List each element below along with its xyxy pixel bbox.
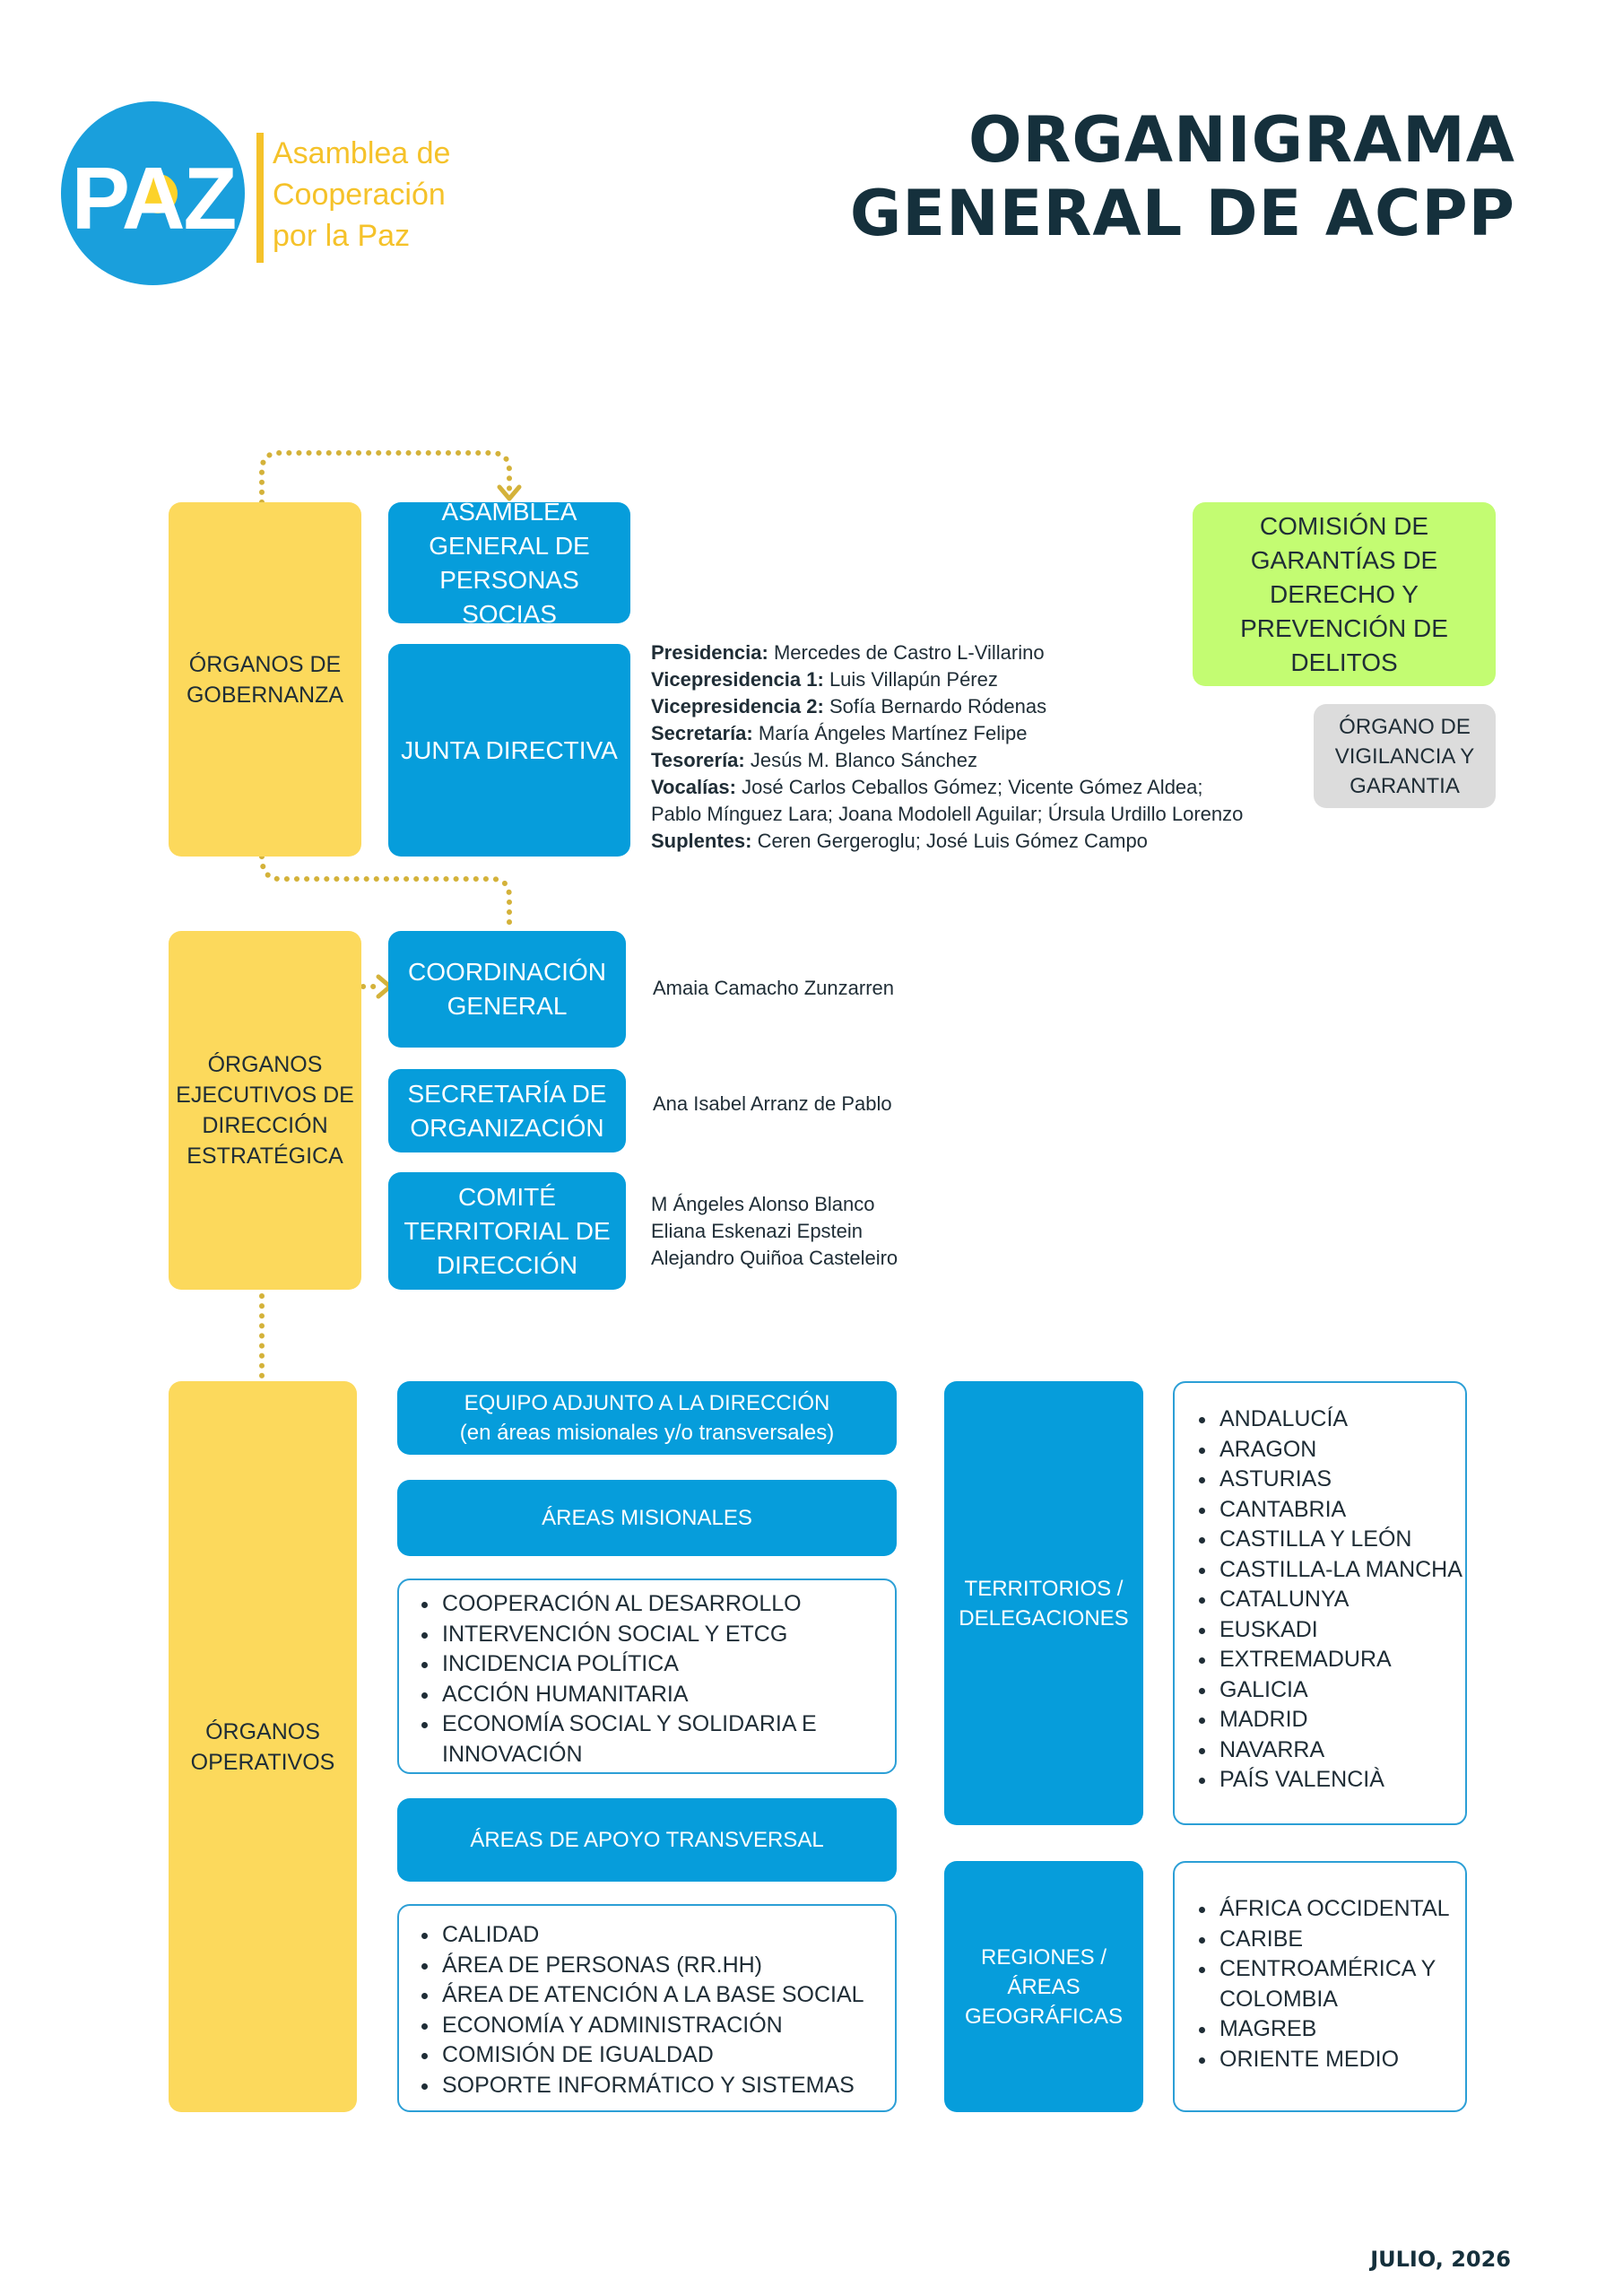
organo-vigilancia-box: ÓRGANO DE VIGILANCIA Y GARANTIA <box>1314 704 1496 808</box>
list-item: CANTABRIA <box>1218 1495 1465 1526</box>
areas-misionales-list: COOPERACIÓN AL DESARROLLO INTERVENCIÓN S… <box>397 1578 897 1774</box>
member-line: Tesorería: Jesús M. Blanco Sánchez <box>651 749 978 771</box>
list-item: ÁREA DE PERSONAS (RR.HH) <box>440 1951 895 1981</box>
list-item: CALIDAD <box>440 1920 895 1951</box>
organos-ejecutivos-box: ÓRGANOS EJECUTIVOS DE DIRECCIÓN ESTRATÉG… <box>169 931 361 1290</box>
list-item: COOPERACIÓN AL DESARROLLO <box>440 1589 895 1620</box>
list-item: ORIENTE MEDIO <box>1218 2045 1465 2075</box>
list-item: ECONOMÍA Y ADMINISTRACIÓN <box>440 2011 895 2041</box>
logo-divider <box>256 133 264 263</box>
footer-date: JULIO, 2026 <box>1370 2247 1511 2272</box>
comite-people: M Ángeles Alonso Blanco Eliana Eskenazi … <box>651 1193 898 1269</box>
list-item: CATALUNYA <box>1218 1585 1465 1615</box>
list-item: EUSKADI <box>1218 1615 1465 1646</box>
list-item: CENTROAMÉRICA Y COLOMBIA <box>1218 1954 1465 2014</box>
asamblea-general-box: ASAMBLEA GENERAL DE PERSONAS SOCIAS <box>388 498 630 628</box>
list-item: ACCIÓN HUMANITARIA <box>440 1680 895 1710</box>
list-item: ECONOMÍA SOCIAL Y SOLIDARIA E INNOVACIÓN <box>440 1709 895 1770</box>
list-item: MAGREB <box>1218 2014 1465 2045</box>
list-item: PAÍS VALENCIÀ <box>1218 1765 1465 1796</box>
member-line: Vicepresidencia 1: Luis Villapún Pérez <box>651 668 998 691</box>
comite-territorial-box: COMITÉ TERRITORIAL DE DIRECCIÓN <box>388 1172 626 1290</box>
list-item: MADRID <box>1218 1705 1465 1735</box>
organos-operativos-box: ÓRGANOS OPERATIVOS <box>169 1381 357 2112</box>
svg-text:PAZ: PAZ <box>72 149 236 248</box>
list-item: NAVARRA <box>1218 1735 1465 1766</box>
territorios-box: TERRITORIOS / DELEGACIONES <box>944 1381 1143 1825</box>
areas-misionales-header: ÁREAS MISIONALES <box>397 1480 897 1556</box>
list-item: ÁREA DE ATENCIÓN A LA BASE SOCIAL <box>440 1980 895 2011</box>
secretaria-organizacion-box: SECRETARÍA DE ORGANIZACIÓN <box>388 1069 626 1152</box>
junta-directiva-box: JUNTA DIRECTIVA <box>388 644 630 857</box>
list-item: SOPORTE INFORMÁTICO Y SISTEMAS <box>440 2071 895 2101</box>
junta-members-list: Presidencia: Mercedes de Castro L-Villar… <box>651 639 1315 855</box>
member-line: Secretaría: María Ángeles Martínez Felip… <box>651 722 1028 744</box>
secretaria-people: Ana Isabel Arranz de Pablo <box>653 1092 892 1115</box>
organos-gobernanza-box: ÓRGANOS DE GOBERNANZA <box>169 502 361 857</box>
comision-garantias-box: COMISIÓN DE GARANTÍAS DE DERECHO Y PREVE… <box>1193 502 1496 686</box>
equipo-adjunto-box: EQUIPO ADJUNTO A LA DIRECCIÓN (en áreas … <box>397 1381 897 1455</box>
connector-gobernanza-coordinacion <box>259 854 512 931</box>
regiones-list: ÁFRICA OCCIDENTAL CARIBE CENTROAMÉRICA Y… <box>1173 1861 1467 2112</box>
list-item: EXTREMADURA <box>1218 1645 1465 1675</box>
page-title: ORGANIGRAMA GENERAL DE ACPP <box>849 103 1515 250</box>
list-item: CASTILLA Y LEÓN <box>1218 1525 1465 1555</box>
coordinacion-people: Amaia Camacho Zunzarren <box>653 977 895 999</box>
regiones-box: REGIONES / ÁREAS GEOGRÁFICAS <box>944 1861 1143 2112</box>
list-item: ARAGON <box>1218 1435 1465 1465</box>
list-item: INTERVENCIÓN SOCIAL Y ETCG <box>440 1620 895 1650</box>
list-item: ANDALUCÍA <box>1218 1405 1465 1435</box>
member-line: Vicepresidencia 2: Sofía Bernardo Ródena… <box>651 695 1047 718</box>
logo-org-name: Asamblea de Cooperación por la Paz <box>273 136 451 253</box>
list-item: CASTILLA-LA MANCHA <box>1218 1555 1465 1586</box>
member-line: Suplentes: Ceren Gergeroglu; José Luis G… <box>651 830 1148 852</box>
list-item: COMISIÓN DE IGUALDAD <box>440 2040 895 2071</box>
arrowhead-asamblea <box>497 484 522 501</box>
list-item: ASTURIAS <box>1218 1465 1465 1495</box>
member-line: Pablo Mínguez Lara; Joana Modolell Aguil… <box>651 803 1244 825</box>
member-line: Presidencia: Mercedes de Castro L-Villar… <box>651 641 1045 664</box>
member-line: Vocalías: José Carlos Ceballos Gómez; Vi… <box>651 776 1203 798</box>
areas-apoyo-header: ÁREAS DE APOYO TRANSVERSAL <box>397 1798 897 1882</box>
territorios-list: ANDALUCÍA ARAGON ASTURIAS CANTABRIA CAST… <box>1173 1381 1467 1825</box>
connector-gobernanza-asamblea <box>259 450 512 505</box>
list-item: ÁFRICA OCCIDENTAL <box>1218 1894 1465 1925</box>
areas-apoyo-list: CALIDAD ÁREA DE PERSONAS (RR.HH) ÁREA DE… <box>397 1904 897 2112</box>
list-item: GALICIA <box>1218 1675 1465 1706</box>
list-item: INCIDENCIA POLÍTICA <box>440 1649 895 1680</box>
list-item: CARIBE <box>1218 1925 1465 1955</box>
logo: PAZ <box>61 101 245 285</box>
coordinacion-general-box: COORDINACIÓN GENERAL <box>388 931 626 1048</box>
